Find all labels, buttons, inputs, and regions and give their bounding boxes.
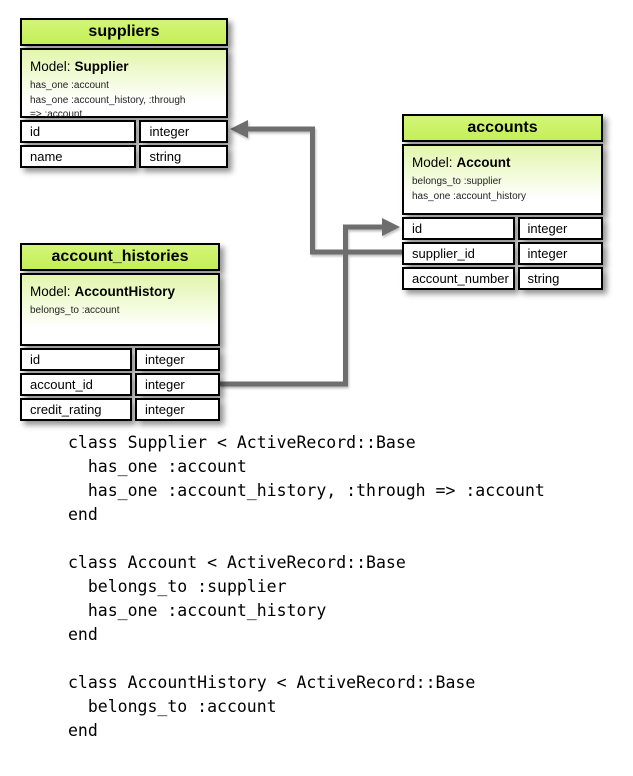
arrowhead-left-icon: [230, 120, 248, 138]
code-line: belongs_to :supplier: [68, 577, 287, 596]
table-row: account_number string: [402, 267, 603, 290]
association-line: => :account: [30, 109, 83, 120]
column-name-cell: supplier_id: [402, 242, 515, 265]
table-suppliers: suppliers Model:Supplier has_one :accoun…: [20, 18, 228, 168]
column-type-cell: string: [139, 145, 228, 168]
table-account-histories: account_histories Model:AccountHistory b…: [20, 243, 220, 421]
table-row: id integer: [402, 217, 603, 240]
er-diagram: suppliers Model:Supplier has_one :accoun…: [20, 18, 603, 421]
code-line: class Supplier < ActiveRecord::Base: [68, 433, 416, 452]
column-name-cell: id: [20, 348, 132, 371]
model-section: Model:Account belongs_to :supplier has_o…: [402, 144, 603, 215]
column-type-cell: string: [517, 267, 603, 290]
code-line: has_one :account_history: [68, 601, 327, 620]
table-row: account_id integer: [20, 373, 220, 396]
table-row: name string: [20, 145, 228, 168]
table-title: account_histories: [20, 243, 220, 271]
association-line: belongs_to :account: [30, 305, 120, 316]
code-line: class AccountHistory < ActiveRecord::Bas…: [68, 673, 476, 692]
model-name: Supplier: [74, 59, 129, 74]
model-name: AccountHistory: [74, 284, 176, 299]
column-type-cell: integer: [135, 373, 220, 396]
column-type-cell: integer: [517, 242, 603, 265]
ruby-code-listing: class Supplier < ActiveRecord::Base has_…: [68, 431, 545, 767]
model-line: Model:Supplier: [30, 59, 218, 74]
table-title: accounts: [402, 114, 603, 142]
table-title: suppliers: [20, 18, 228, 46]
code-line: belongs_to :account: [68, 697, 277, 716]
association-line: has_one :account_history, :through: [30, 94, 186, 106]
code-line: has_one :account: [68, 457, 247, 476]
arrow-account-histories-to-accounts: [220, 218, 400, 387]
column-type-cell: integer: [135, 348, 220, 371]
column-name-cell: account_number: [402, 267, 515, 290]
table-row: supplier_id integer: [402, 242, 603, 265]
code-line: has_one :account_history, :through => :a…: [68, 481, 545, 500]
model-label: Model:: [30, 59, 71, 74]
arrow-accounts-to-suppliers: [230, 120, 402, 255]
model-label: Model:: [30, 284, 71, 299]
column-name-cell: id: [402, 217, 515, 240]
code-block-supplier: class Supplier < ActiveRecord::Base has_…: [68, 431, 545, 527]
table-row: id integer: [20, 348, 220, 371]
association-line: belongs_to :supplier: [412, 176, 502, 187]
column-type-cell: integer: [517, 217, 603, 240]
model-line: Model:Account: [412, 155, 593, 170]
code-line: end: [68, 721, 98, 740]
code-line: class Account < ActiveRecord::Base: [68, 553, 406, 572]
table-row: id integer: [20, 120, 228, 143]
table-accounts: accounts Model:Account belongs_to :suppl…: [402, 114, 603, 290]
code-block-account-history: class AccountHistory < ActiveRecord::Bas…: [68, 671, 545, 743]
arrowhead-right-icon: [382, 218, 400, 236]
column-type-cell: integer: [135, 398, 220, 421]
column-name-cell: credit_rating: [20, 398, 132, 421]
model-label: Model:: [412, 155, 453, 170]
association-line: has_one :account: [30, 80, 109, 91]
association-line: has_one :account_history: [412, 190, 526, 202]
relationship-arrows: [220, 120, 402, 387]
code-block-account: class Account < ActiveRecord::Base belon…: [68, 551, 545, 647]
model-line: Model:AccountHistory: [30, 284, 210, 299]
model-name: Account: [456, 155, 511, 170]
code-line: end: [68, 625, 98, 644]
model-section: Model:AccountHistory belongs_to :account: [20, 273, 220, 346]
model-section: Model:Supplier has_one :account has_one …: [20, 48, 228, 120]
column-name-cell: name: [20, 145, 137, 168]
column-name-cell: account_id: [20, 373, 132, 396]
column-name-cell: id: [20, 120, 137, 143]
table-row: credit_rating integer: [20, 398, 220, 421]
column-type-cell: integer: [139, 120, 228, 143]
code-line: end: [68, 505, 98, 524]
